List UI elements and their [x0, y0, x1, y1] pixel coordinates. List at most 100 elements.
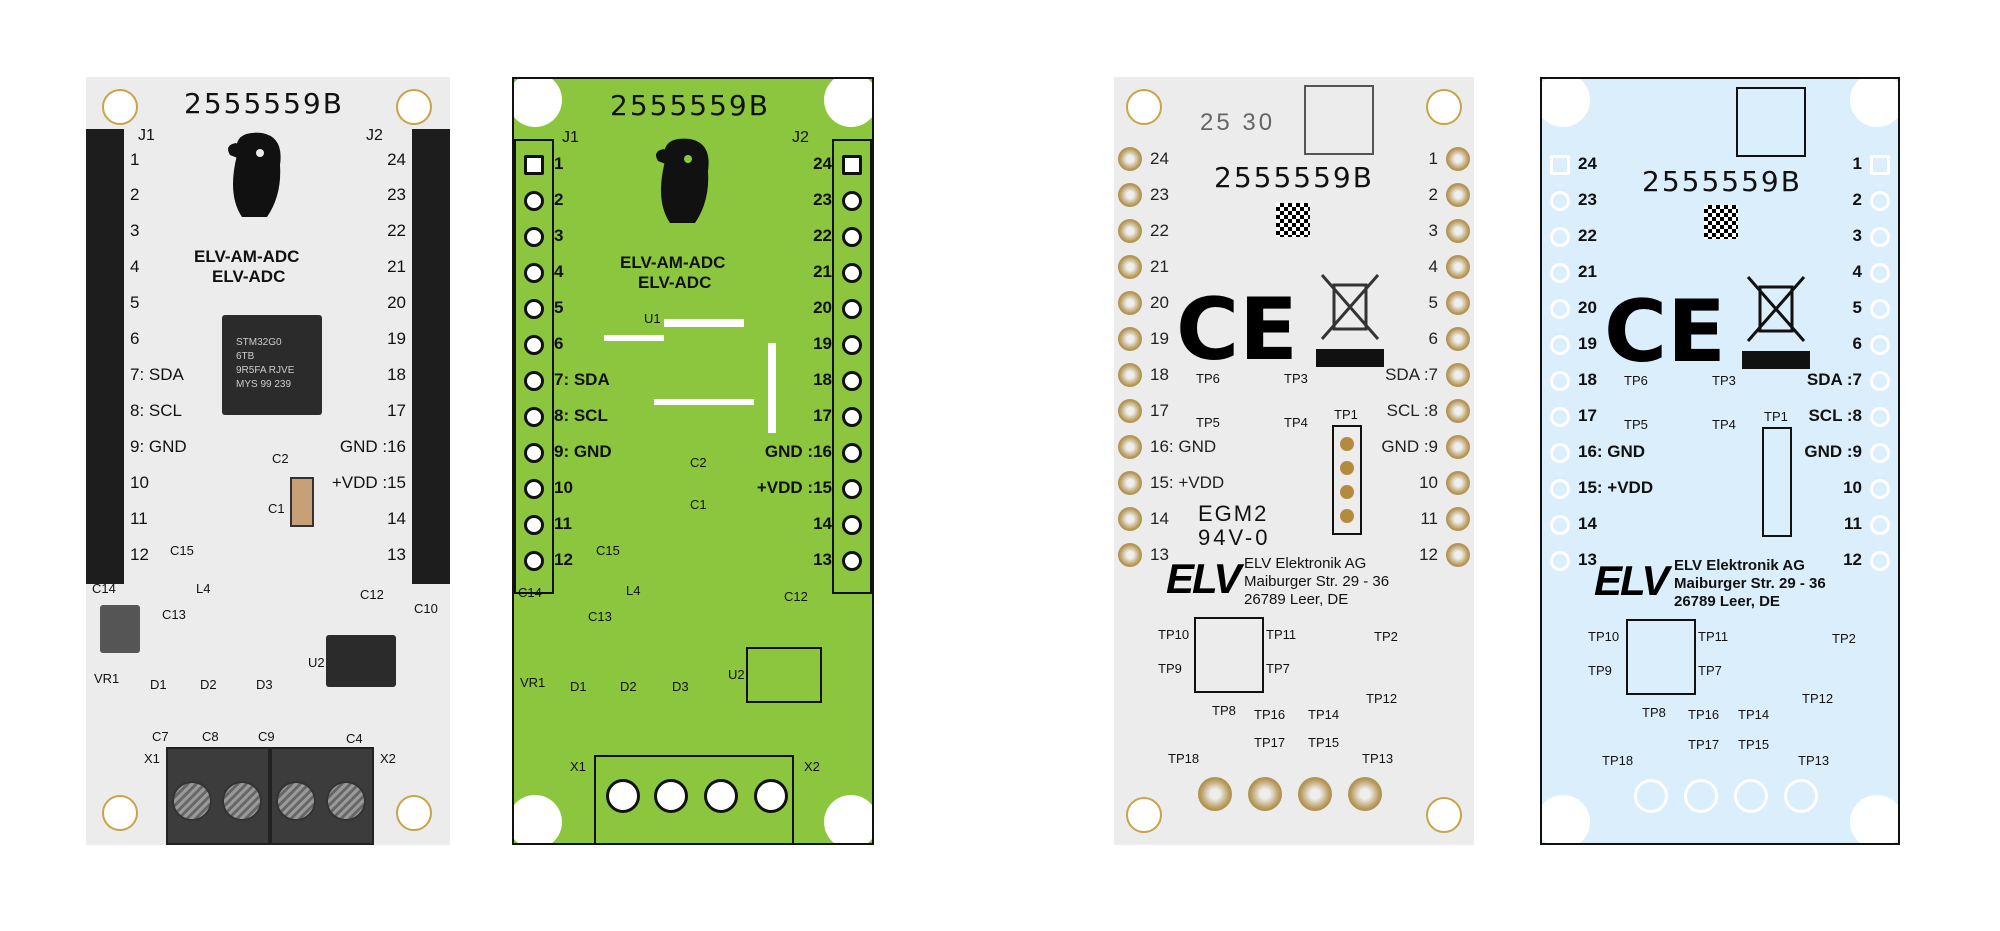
ce-mark: CE	[1176, 280, 1298, 380]
pin-label: 11	[554, 514, 572, 533]
label-u1: U1	[644, 311, 661, 326]
elv-logo: ELV	[1594, 557, 1669, 604]
pin-label: 1	[1852, 154, 1862, 173]
header-pin	[1446, 327, 1470, 351]
label-c14: C14	[518, 585, 542, 600]
label-field	[1736, 87, 1806, 157]
label-c15: C15	[170, 543, 194, 558]
parrot-logo-icon	[222, 125, 292, 225]
tp13-label: TP13	[1798, 753, 1830, 768]
tp6-label: TP6	[1624, 373, 1648, 388]
label-d2: D2	[620, 679, 637, 694]
pin-label: 15: +VDD	[1150, 473, 1225, 492]
tp8-label: TP8	[1212, 703, 1236, 718]
tp14-label: TP14	[1738, 707, 1770, 722]
label-c13: C13	[162, 607, 186, 622]
header-pin	[1446, 435, 1470, 459]
header-outline-j2	[832, 139, 872, 594]
pin-label: 8: SCL	[554, 406, 608, 425]
label-c8: C8	[202, 729, 219, 744]
product-line-1: ELV-AM-ADC	[620, 253, 726, 272]
pin-label: 2	[1428, 185, 1438, 204]
tp12-label: TP12	[1802, 691, 1834, 706]
label-c14: C14	[92, 581, 116, 596]
terminal-pad	[704, 779, 738, 813]
terminal-pad	[606, 779, 640, 813]
pin-label: 12	[554, 550, 573, 569]
header-pad	[842, 155, 862, 175]
mounting-hole	[1426, 797, 1462, 833]
tp16-label: TP16	[1688, 707, 1720, 722]
tp4-label: TP4	[1284, 415, 1308, 430]
header-pad	[524, 227, 544, 247]
pin-label: GND :9	[1804, 442, 1862, 461]
header-outline-j1	[514, 139, 554, 594]
header-pad	[842, 407, 862, 427]
header-pad	[842, 479, 862, 499]
pin-label: 3	[1852, 226, 1862, 245]
header-pin	[1118, 147, 1142, 171]
tp15-label: TP15	[1308, 735, 1340, 750]
header-pin	[1118, 327, 1142, 351]
pin-label: 6	[1428, 329, 1438, 348]
pin-label: 13	[1578, 550, 1597, 569]
datamatrix-code	[1704, 205, 1738, 239]
mounting-hole	[396, 89, 432, 125]
weee-bin-icon	[1742, 269, 1810, 373]
programming-pad-outline	[1626, 619, 1696, 695]
tp3-label: TP3	[1284, 371, 1308, 386]
tp9-label: TP9	[1588, 663, 1612, 678]
pin-label: 8: SCL	[130, 401, 182, 420]
header-pad	[524, 443, 544, 463]
pin-label: 2	[554, 190, 564, 209]
pin-label: SCL :8	[1808, 406, 1862, 425]
mounting-hole	[514, 795, 562, 843]
tp11-label: TP11	[1698, 629, 1729, 644]
tp7-label: TP7	[1266, 661, 1290, 676]
pin-label: GND :9	[1381, 437, 1438, 456]
mounting-hole	[102, 795, 138, 831]
pin-label: 19	[1150, 329, 1169, 348]
manufacturer-city: 26789 Leer, DE	[1674, 593, 1780, 610]
header-label-right: J2	[366, 127, 383, 144]
screw	[222, 781, 262, 821]
header-pin	[1446, 255, 1470, 279]
header-pin	[1118, 399, 1142, 423]
header-pad	[842, 443, 862, 463]
tp11-label: TP11	[1266, 627, 1297, 642]
header-label-left: J1	[138, 127, 155, 144]
header-pad	[1550, 479, 1570, 499]
pin-label: 14	[1578, 514, 1597, 533]
pin-label: 17	[813, 406, 832, 425]
tp1-outline	[1762, 427, 1792, 537]
manufacturer-street: Maiburger Str. 29 - 36	[1244, 573, 1390, 590]
mounting-hole	[824, 795, 872, 843]
pin-label: 23	[813, 190, 832, 209]
header-pin	[1446, 219, 1470, 243]
pin-label: 23	[387, 185, 406, 204]
header-pin	[1446, 147, 1470, 171]
pin-label: 17	[387, 401, 406, 420]
pin-label: 21	[813, 262, 832, 281]
pin-label: 7: SDA	[554, 370, 610, 389]
pin-label: 4	[130, 257, 140, 276]
test-point	[1340, 461, 1354, 475]
pin-label: 16: GND	[1150, 437, 1217, 456]
pin-label: 19	[1578, 334, 1597, 353]
terminal-pad	[754, 779, 788, 813]
pin-label: 12	[130, 545, 149, 564]
pin-label: 24	[1150, 149, 1169, 168]
pin-label: 20	[1150, 293, 1169, 312]
header-pin	[1118, 219, 1142, 243]
pin-label: 22	[1578, 226, 1597, 245]
board-number: 2555559B	[1214, 161, 1374, 194]
trace	[768, 343, 776, 433]
pin-label: 11	[1844, 514, 1862, 533]
terminal-pad	[1734, 779, 1768, 813]
pin-label: 11	[130, 509, 148, 528]
tp18-label: TP18	[1168, 751, 1200, 766]
header-pad	[1870, 191, 1890, 211]
manufacturer-street: Maiburger Str. 29 - 36	[1674, 575, 1826, 592]
test-point	[1340, 485, 1354, 499]
mounting-hole	[102, 89, 138, 125]
